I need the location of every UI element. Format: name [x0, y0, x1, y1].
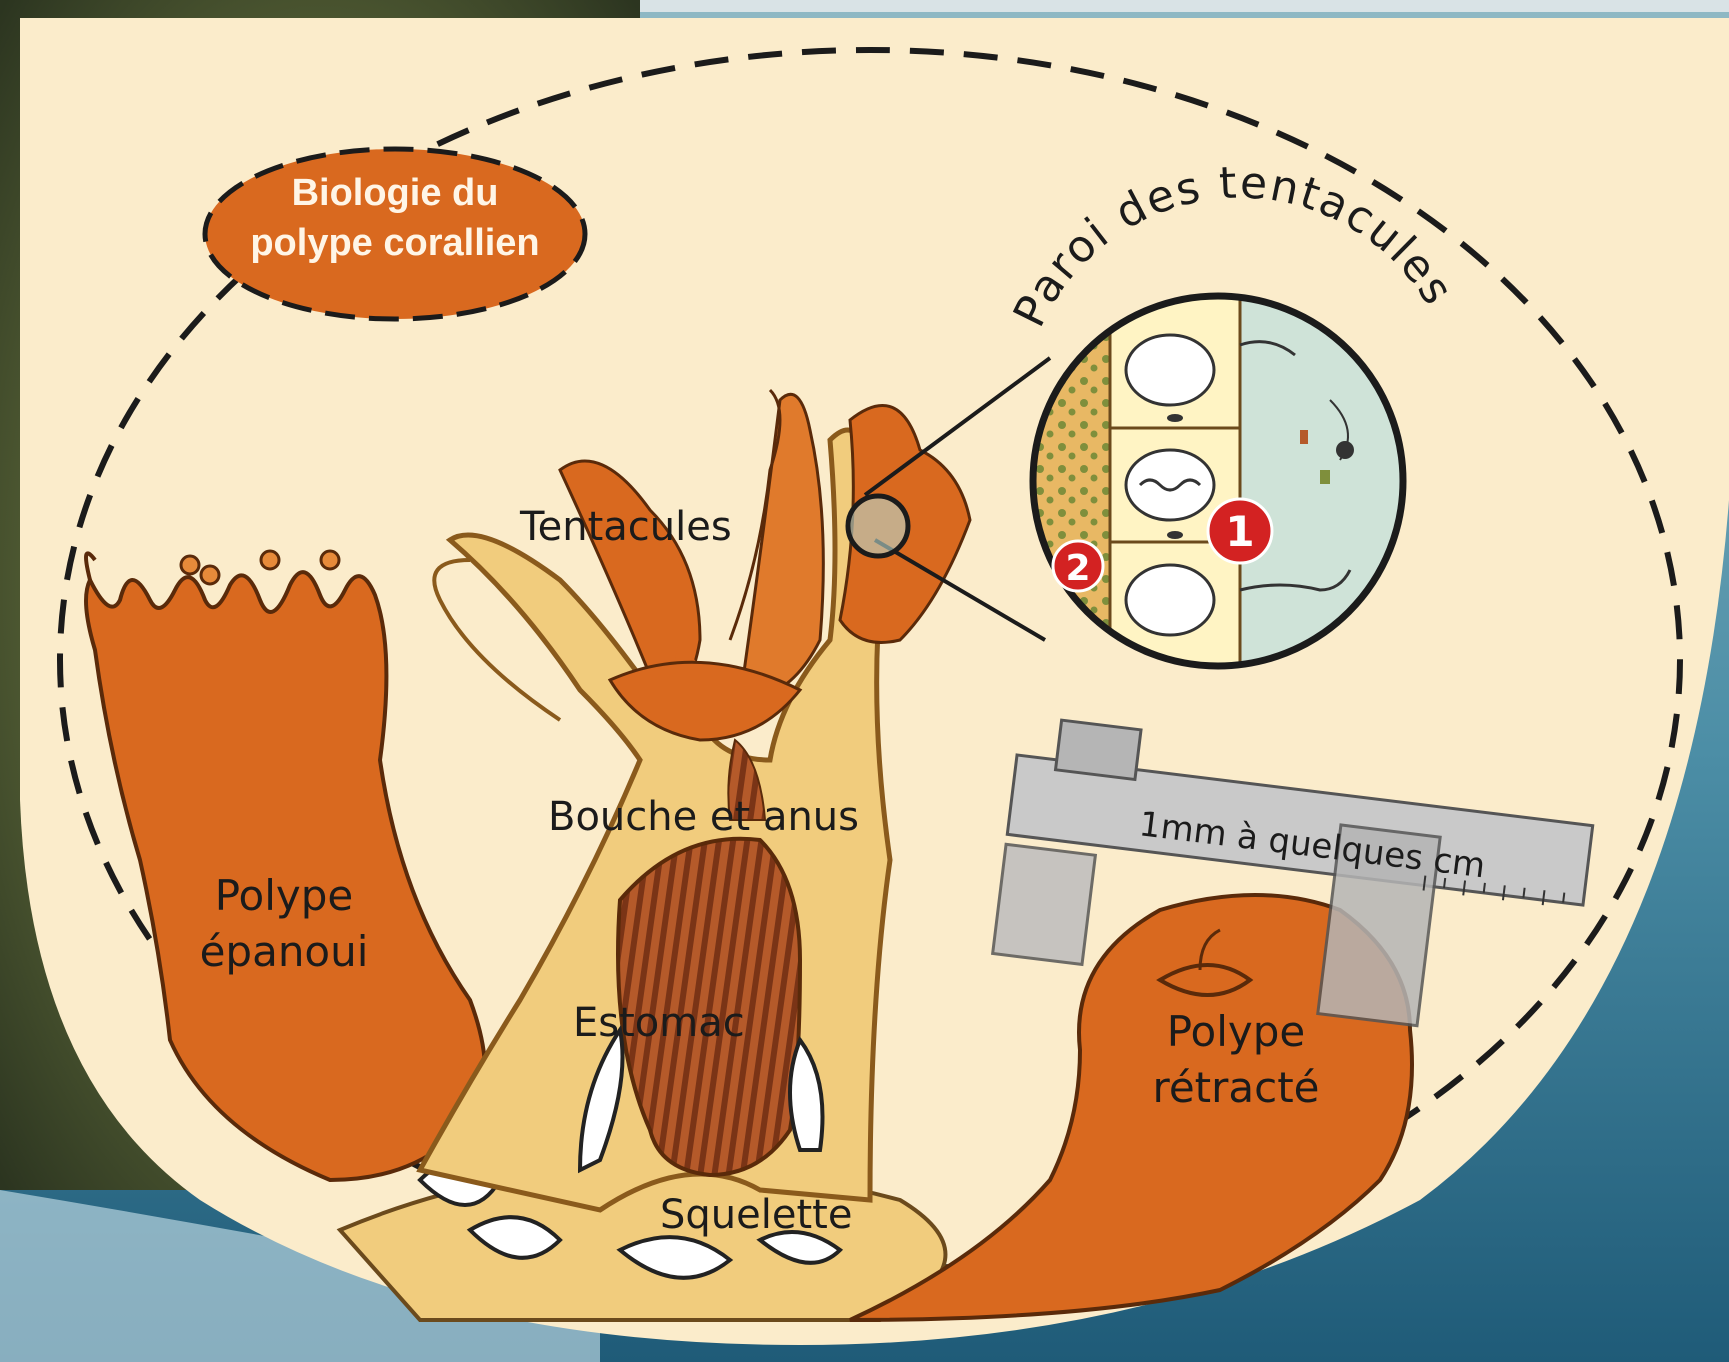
marker-1-label: 1 — [1225, 507, 1254, 556]
label-retracted-polyp-1: Polype — [1167, 1007, 1306, 1056]
label-open-polyp-2: épanoui — [200, 927, 369, 976]
marker-2-label: 2 — [1065, 548, 1090, 589]
label-open-polyp-1: Polype — [215, 871, 354, 920]
marker-1: 1 — [1208, 499, 1272, 563]
label-stomach: Estomac — [573, 1000, 745, 1046]
title-badge: Biologie du polype corallien — [205, 149, 585, 319]
label-mouth: Bouche et anus — [548, 794, 859, 840]
title-line-2: polype corallien — [250, 222, 539, 264]
zoom-source-circle — [848, 496, 908, 556]
label-skeleton: Squelette — [660, 1192, 852, 1238]
label-tentacles: Tentacules — [519, 504, 732, 550]
marker-2: 2 — [1053, 541, 1103, 591]
title-line-1: Biologie du — [292, 172, 499, 214]
label-retracted-polyp-2: rétracté — [1152, 1063, 1319, 1112]
